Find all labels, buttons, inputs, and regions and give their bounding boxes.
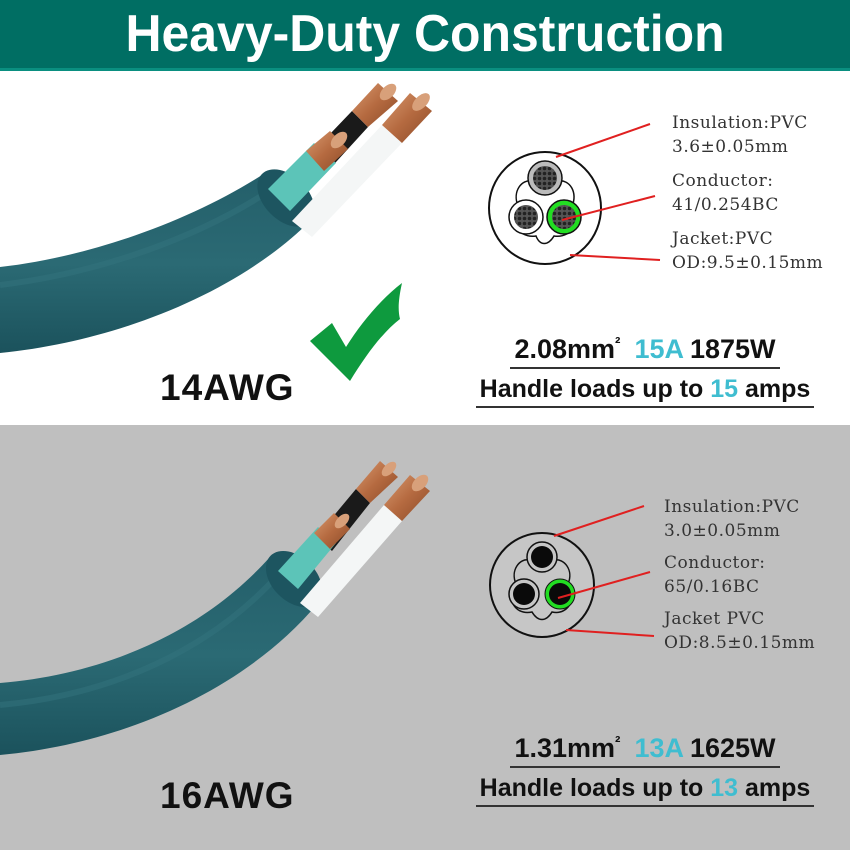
load-suffix: amps	[745, 774, 811, 802]
area-superscript: ²	[615, 334, 621, 353]
cable-16awg-illustration	[0, 461, 430, 755]
insulation-label: Insulation:PVC	[672, 113, 808, 133]
insulation-value: 3.0±0.05mm	[664, 521, 781, 541]
page-title: Heavy-Duty Construction	[125, 5, 725, 63]
spec-block-14awg: Insulation:PVC 3.6±0.05mm Conductor: 41/…	[672, 111, 823, 275]
cable-14awg-illustration	[0, 83, 432, 353]
gauge-label-14awg: 14AWG	[160, 367, 295, 408]
load-value: 15	[710, 375, 739, 403]
rating-line-2: Handle loads up to 15 amps	[475, 373, 815, 408]
panel-14awg: 14AWG Insulation:PVC 3.6±0.05mm Conducto…	[0, 71, 850, 425]
conductor-value: 65/0.16BC	[664, 577, 760, 597]
watts-value: 1875W	[689, 334, 776, 364]
area-superscript: ²	[615, 733, 621, 752]
area-value: 2.08mm	[514, 334, 616, 364]
rating-line-2: Handle loads up to 13 amps	[475, 772, 815, 807]
check-mark-icon	[310, 283, 402, 381]
insulation-value: 3.6±0.05mm	[672, 137, 789, 157]
conductor-label: Conductor:	[672, 171, 774, 191]
amps-value: 13A	[634, 733, 684, 763]
insulation-label: Insulation:PVC	[664, 497, 800, 517]
load-suffix: amps	[745, 375, 811, 403]
load-value: 13	[710, 774, 739, 802]
panel-16awg: 16AWG Insulation:PVC 3.0±0.05mm Conducto…	[0, 425, 850, 850]
jacket-value: OD:9.5±0.15mm	[672, 253, 824, 273]
header-banner: Heavy-Duty Construction	[0, 0, 850, 71]
load-prefix: Handle loads up to	[479, 774, 704, 802]
spec-block-16awg: Insulation:PVC 3.0±0.05mm Conductor: 65/…	[664, 495, 815, 655]
area-value: 1.31mm	[514, 733, 616, 763]
gauge-label-16awg: 16AWG	[160, 775, 295, 816]
jacket-value: OD:8.5±0.15mm	[664, 633, 816, 653]
conductor-value: 41/0.254BC	[672, 195, 779, 215]
conductor-label: Conductor:	[664, 553, 766, 573]
jacket-label: Jacket:PVC	[672, 229, 774, 249]
jacket-label: Jacket PVC	[664, 609, 765, 629]
watts-value: 1625W	[689, 733, 776, 763]
load-prefix: Handle loads up to	[479, 375, 704, 403]
cross-section-14awg	[488, 123, 661, 265]
cross-section-16awg	[489, 505, 655, 638]
amps-value: 15A	[634, 334, 684, 364]
